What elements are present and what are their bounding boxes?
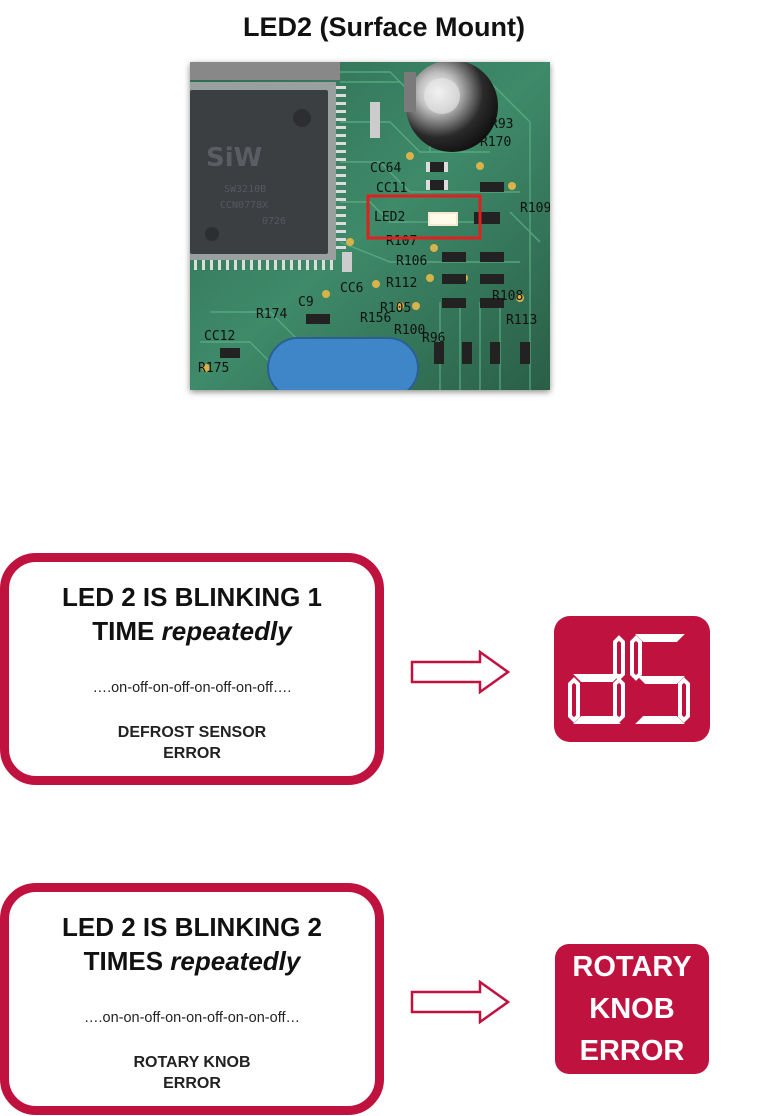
- right-arrow-icon: [410, 980, 511, 1024]
- led2-highlight-box: [366, 194, 482, 240]
- label-r174: R174: [256, 307, 287, 322]
- label-cc64: CC64: [370, 161, 401, 176]
- headline-line-1: LED 2 IS BLINKING 2: [61, 912, 323, 942]
- blink-card-1-headline: LED 2 IS BLINKING 1 TIME repeatedly: [9, 580, 375, 648]
- error-description: DEFROST SENSOR ERROR: [117, 724, 267, 762]
- label-r96: R96: [422, 331, 445, 346]
- label-c9: C9: [298, 295, 314, 310]
- display-error-rotary-knob: ROTARY KNOB ERROR: [555, 944, 709, 1074]
- blink-card-2-headline: LED 2 IS BLINKING 2 TIMES repeatedly: [9, 910, 375, 978]
- display-code-d5: d5: [554, 616, 710, 742]
- seven-segment-d5: [568, 634, 690, 724]
- label-r106: R106: [396, 254, 427, 269]
- label-r100: R100: [394, 323, 425, 338]
- circuit-board-photo: SiW SW3210B CCN0778X 0726: [190, 62, 550, 390]
- headline-line-2: TIME repeatedly: [92, 616, 292, 646]
- label-r107: R107: [386, 234, 417, 249]
- label-r112: R112: [386, 276, 417, 291]
- label-cc12: CC12: [204, 329, 235, 344]
- label-r175: R175: [198, 361, 229, 376]
- pcb-illustration: SiW SW3210B CCN0778X 0726: [190, 62, 550, 390]
- label-r108: R108: [492, 289, 523, 304]
- label-r109: R109: [520, 201, 550, 216]
- label-r105: R105: [380, 301, 411, 316]
- label-led2: LED2: [374, 210, 405, 225]
- blink-card-1: LED 2 IS BLINKING 1 TIME repeatedly ….on…: [0, 553, 384, 785]
- headline-line-2: TIMES repeatedly: [83, 946, 301, 976]
- label-cc6: CC6: [340, 281, 363, 296]
- chip-line-3: 0726: [262, 216, 286, 227]
- chip-line-1: SW3210B: [224, 184, 266, 195]
- label-r170: R170: [480, 135, 511, 150]
- label-r156: R156: [360, 311, 391, 326]
- label-r93: R93: [490, 117, 513, 132]
- blink-pattern: ….on-on-off-on-on-off-on-on-off…: [83, 1010, 300, 1026]
- label-cc11: CC11: [376, 181, 407, 196]
- page-title: LED2 (Surface Mount): [242, 12, 525, 42]
- headline-line-1: LED 2 IS BLINKING 1: [61, 582, 323, 612]
- error-description: ROTARY KNOB ERROR: [133, 1054, 251, 1092]
- blink-pattern: ….on-off-on-off-on-off-on-off….: [92, 680, 292, 696]
- label-r113: R113: [506, 313, 537, 328]
- blink-card-2: LED 2 IS BLINKING 2 TIMES repeatedly ….o…: [0, 883, 384, 1115]
- chip-line-2: CCN0778X: [220, 200, 268, 211]
- chip-brand: SiW: [206, 143, 262, 173]
- right-arrow-icon: [410, 650, 511, 694]
